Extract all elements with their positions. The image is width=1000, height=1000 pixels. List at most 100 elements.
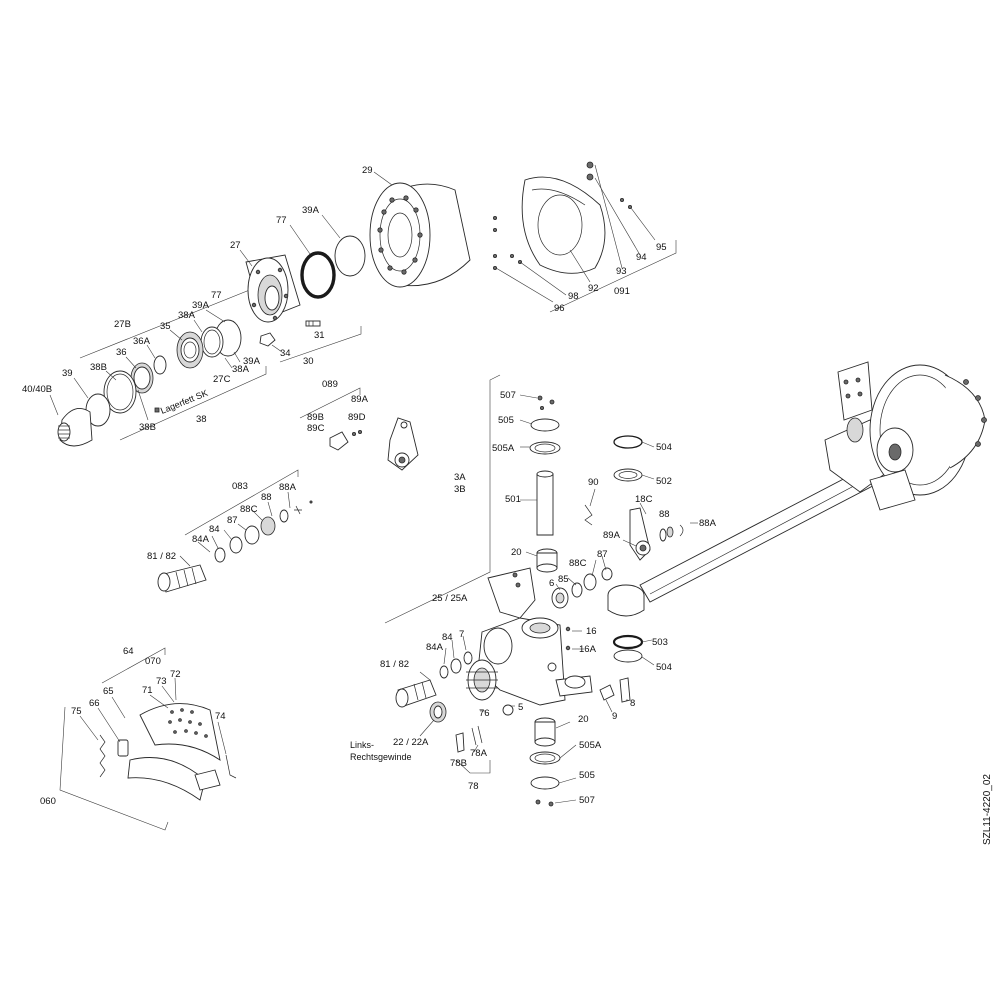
callout-060: 060: [40, 796, 56, 807]
callout-90: 90: [588, 477, 599, 488]
lower-adjuster-leaders: [622, 502, 698, 547]
callout-76: 76: [479, 708, 490, 719]
callout-3b: 3B: [454, 484, 466, 495]
callout-88: 88: [659, 509, 670, 520]
callout-27c: 27C: [213, 374, 231, 385]
callout-501: 501: [505, 494, 521, 505]
callout-87: 87: [597, 549, 608, 560]
callout-39a: 39A: [192, 300, 210, 311]
callout-38a: 38A: [178, 310, 196, 321]
callout-84a: 84A: [426, 642, 444, 653]
grease-note: Lagerfett SK: [159, 388, 209, 416]
brake-drum: [369, 182, 471, 288]
callout-84: 84: [442, 632, 453, 643]
callout-89d: 89D: [348, 412, 366, 423]
callout-39a: 39A: [302, 205, 320, 216]
camshaft-lower: [395, 651, 473, 723]
callout-77: 77: [211, 290, 222, 301]
callout-34: 34: [280, 348, 291, 359]
kingpin-parts: [529, 395, 561, 573]
callout-22-22a: 22 / 22A: [393, 737, 429, 748]
nut-34: [259, 332, 276, 347]
callout-31: 31: [314, 330, 325, 341]
callout-35: 35: [160, 321, 171, 332]
knuckle-small-parts: [502, 567, 631, 716]
callout-78: 78: [468, 781, 479, 792]
callout-89c: 89C: [307, 423, 325, 434]
callout-65: 65: [103, 686, 114, 697]
callout-88: 88: [261, 492, 272, 503]
callout-9: 9: [612, 711, 617, 722]
callout-84a: 84A: [192, 534, 210, 545]
callout-505: 505: [498, 415, 514, 426]
callout-6: 6: [549, 578, 554, 589]
callout-88c: 88C: [240, 504, 258, 515]
callout-84: 84: [209, 524, 220, 535]
callout-5: 5: [518, 702, 523, 713]
camshaft-upper-leaders: [179, 491, 291, 567]
callout-88a: 88A: [699, 518, 717, 529]
bolt-31: [305, 320, 321, 327]
callout-16: 16: [586, 626, 597, 637]
callout-39: 39: [62, 368, 73, 379]
callout-30: 30: [303, 356, 314, 367]
bearing-stack: [57, 319, 242, 447]
callout-070: 070: [145, 656, 161, 667]
callout-81-82: 81 / 82: [380, 659, 409, 670]
callout-labels: 29 77 39A 27 31 34 30 77 39A 38A 35 27B …: [22, 165, 717, 807]
callout-8: 8: [630, 698, 635, 709]
callout-503: 503: [652, 637, 668, 648]
callout-27: 27: [230, 240, 241, 251]
callout-36a: 36A: [133, 336, 151, 347]
callout-77: 77: [276, 215, 287, 226]
callout-29: 29: [362, 165, 373, 176]
callout-502: 502: [656, 476, 672, 487]
camshaft-lower-leaders: [419, 635, 467, 737]
dust-shield-leaders: [495, 164, 656, 303]
brake-shoe-leaders: [79, 677, 227, 755]
bottom-leaders: [473, 721, 577, 804]
callout-20: 20: [578, 714, 589, 725]
seal-ring-77: [300, 251, 336, 299]
brake-shoe: [99, 703, 237, 801]
bottom-kingpin-parts: [455, 717, 561, 807]
thread-note-line2: Rechtsgewinde: [350, 752, 412, 762]
o-ring-39a: [334, 235, 366, 277]
callout-20: 20: [511, 547, 522, 558]
camshaft-upper: [157, 500, 313, 593]
callout-504: 504: [656, 442, 672, 453]
callout-27b: 27B: [114, 319, 131, 330]
callout-89b: 89B: [307, 412, 324, 423]
steering-knuckle: [466, 567, 593, 706]
callout-504: 504: [656, 662, 672, 673]
callout-72: 72: [170, 669, 181, 680]
callout-66: 66: [89, 698, 100, 709]
right-seals: [584, 435, 645, 663]
callout-083: 083: [232, 481, 248, 492]
right-seal-leaders: [641, 441, 655, 666]
axle-beam: [639, 361, 987, 603]
callout-089: 089: [322, 379, 338, 390]
callout-92: 92: [588, 283, 599, 294]
callout-81-82: 81 / 82: [147, 551, 176, 562]
callout-89a: 89A: [603, 530, 621, 541]
bearing-leaders: [49, 309, 241, 421]
callout-75: 75: [71, 706, 82, 717]
callout-39a: 39A: [243, 356, 261, 367]
callout-94: 94: [636, 252, 647, 263]
slack-adjuster-upper: [329, 417, 419, 471]
callout-505a: 505A: [492, 443, 515, 454]
callout-507: 507: [579, 795, 595, 806]
dust-shield: [492, 161, 633, 274]
callout-89a: 89A: [351, 394, 369, 405]
callout-38b: 38B: [90, 362, 107, 373]
callout-73: 73: [156, 676, 167, 687]
callout-505: 505: [579, 770, 595, 781]
callout-507: 507: [500, 390, 516, 401]
callout-38: 38: [196, 414, 207, 425]
callout-091: 091: [614, 286, 630, 297]
callout-3a: 3A: [454, 472, 466, 483]
callout-64: 64: [123, 646, 134, 657]
callout-85: 85: [558, 574, 569, 585]
